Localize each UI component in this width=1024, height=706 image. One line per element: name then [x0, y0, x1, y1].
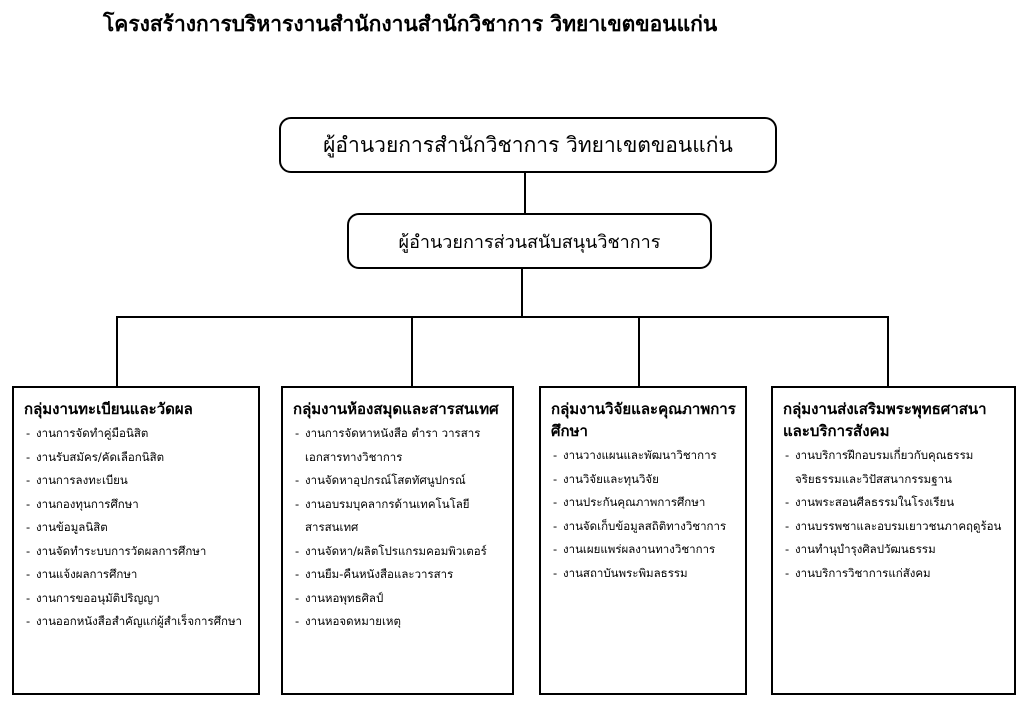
task-list: งานวางแผนและพัฒนาวิชาการ งานวิจัยและทุนว…	[551, 444, 737, 585]
group-buddhism-box: กลุ่มงานส่งเสริมพระพุทธศาสนาและบริการสัง…	[771, 386, 1016, 695]
group-research-box: กลุ่มงานวิจัยและคุณภาพการศึกษา งานวางแผน…	[539, 386, 747, 695]
task-item: งานอบรมบุคลากรด้านเทคโนโลยีสารสนเทศ	[293, 493, 504, 540]
group-heading: กลุ่มงานวิจัยและคุณภาพการศึกษา	[551, 400, 736, 440]
assistant-director-box: ผู้อำนวยการส่วนสนับสนุนวิชาการ	[347, 213, 712, 269]
task-item: งานหอจดหมายเหตุ	[293, 610, 504, 634]
task-item: งานบรรพชาและอบรมเยาวชนภาคฤดูร้อน	[783, 515, 1006, 539]
task-item: งานพระสอนศีลธรรมในโรงเรียน	[783, 491, 1006, 515]
connector-group-4	[887, 316, 889, 386]
task-item: งานจัดหาอุปกรณ์โสตทัศนูปกรณ์	[293, 469, 504, 493]
group-heading: กลุ่มงานส่งเสริมพระพุทธศาสนาและบริการสัง…	[783, 400, 987, 440]
task-item: งานยืม-คืนหนังสือและวารสาร	[293, 563, 504, 587]
group-heading: กลุ่มงานทะเบียนและวัดผล	[24, 400, 193, 418]
task-list: งานบริการฝึกอบรมเกี่ยวกับคุณธรรมจริยธรรม…	[783, 444, 1006, 585]
director-label: ผู้อำนวยการสำนักวิชาการ วิทยาเขตขอนแก่น	[323, 132, 733, 157]
task-item: งานทำนุบำรุงศิลปวัฒนธรรม	[783, 538, 1006, 562]
director-box: ผู้อำนวยการสำนักวิชาการ วิทยาเขตขอนแก่น	[279, 117, 777, 173]
task-item: งานการลงทะเบียน	[24, 469, 250, 493]
connector-group-2	[411, 316, 413, 386]
task-item: งานวางแผนและพัฒนาวิชาการ	[551, 444, 737, 468]
task-item: งานการจัดหาหนังสือ ตำรา วารสาร เอกสารทาง…	[293, 422, 504, 469]
page-title: โครงสร้างการบริหารงานสำนักงานสำนักวิชากา…	[103, 12, 718, 36]
task-item: งานกองทุนการศึกษา	[24, 493, 250, 517]
assistant-director-label: ผู้อำนวยการส่วนสนับสนุนวิชาการ	[398, 231, 661, 253]
task-list: งานการจัดหาหนังสือ ตำรา วารสาร เอกสารทาง…	[293, 422, 504, 634]
task-list: งานการจัดทำคู่มือนิสิต งานรับสมัคร/คัดเล…	[24, 422, 250, 634]
group-registration-box: กลุ่มงานทะเบียนและวัดผล งานการจัดทำคู่มื…	[12, 386, 260, 695]
group-library-box: กลุ่มงานห้องสมุดและสารสนเทศ งานการจัดหาห…	[281, 386, 514, 695]
task-item: งานสถาบันพระพิมลธรรม	[551, 562, 737, 586]
task-item: งานเผยแพร่ผลงานทางวิชาการ	[551, 538, 737, 562]
connector-assistant-to-bus	[521, 269, 523, 317]
task-item: งานรับสมัคร/คัดเลือกนิสิต	[24, 446, 250, 470]
task-item: งานจัดทำระบบการวัดผลการศึกษา	[24, 540, 250, 564]
task-item: งานบริการฝึกอบรมเกี่ยวกับคุณธรรมจริยธรรม…	[783, 444, 1006, 491]
task-item: งานจัดเก็บข้อมูลสถิติทางวิชาการ	[551, 515, 737, 539]
group-heading: กลุ่มงานห้องสมุดและสารสนเทศ	[293, 400, 499, 418]
task-item: งานการจัดทำคู่มือนิสิต	[24, 422, 250, 446]
task-item: งานข้อมูลนิสิต	[24, 516, 250, 540]
task-item: งานหอพุทธศิลป์	[293, 587, 504, 611]
task-item: งานจัดหา/ผลิตโปรแกรมคอมพิวเตอร์	[293, 540, 504, 564]
task-item: งานประกันคุณภาพการศึกษา	[551, 491, 737, 515]
task-item: งานออกหนังสือสำคัญแก่ผู้สำเร็จการศึกษา	[24, 610, 250, 634]
horizontal-bus	[116, 316, 889, 318]
connector-director-to-assistant	[524, 173, 526, 213]
connector-group-1	[116, 316, 118, 386]
task-item: งานวิจัยและทุนวิจัย	[551, 468, 737, 492]
task-item: งานแจ้งผลการศึกษา	[24, 563, 250, 587]
task-item: งานบริการวิชาการแก่สังคม	[783, 562, 1006, 586]
connector-group-3	[638, 316, 640, 386]
task-item: งานการขออนุมัติปริญญา	[24, 587, 250, 611]
